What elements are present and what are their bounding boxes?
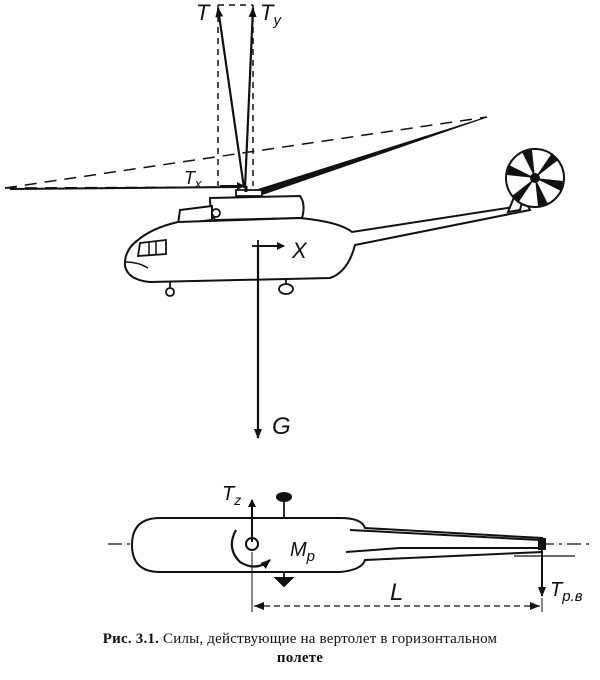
cg-forces [252,240,285,439]
side-view [4,4,565,439]
label-G: G [272,413,291,440]
fuselage-top [130,492,543,588]
label-L: L [390,579,403,606]
thrust-vectors [215,4,257,190]
label-Mp: Mp [290,539,315,565]
caption-text: Силы, действующие на вертолет в горизонт… [163,631,498,647]
top-view [108,492,590,612]
caption-number: Рис. 3.1. [102,631,160,647]
fuselage-side [123,168,532,297]
thrust-T-arrow [215,7,246,189]
moment-Mp-arrow [230,529,271,569]
label-Tz: Tz [222,483,241,508]
label-Tx: Tx [184,168,202,191]
label-Ty: Ty [260,0,282,29]
thrust-Ty-arrow [243,7,257,189]
label-Trv: Tp.в [550,579,583,605]
tail-rotor-side [505,148,565,208]
label-T: T [196,0,211,25]
figure-caption: Рис. 3.1. Силы, действующие на вертолет … [0,630,600,668]
caption-text-line2: полете [276,650,324,666]
label-X: X [291,238,308,263]
